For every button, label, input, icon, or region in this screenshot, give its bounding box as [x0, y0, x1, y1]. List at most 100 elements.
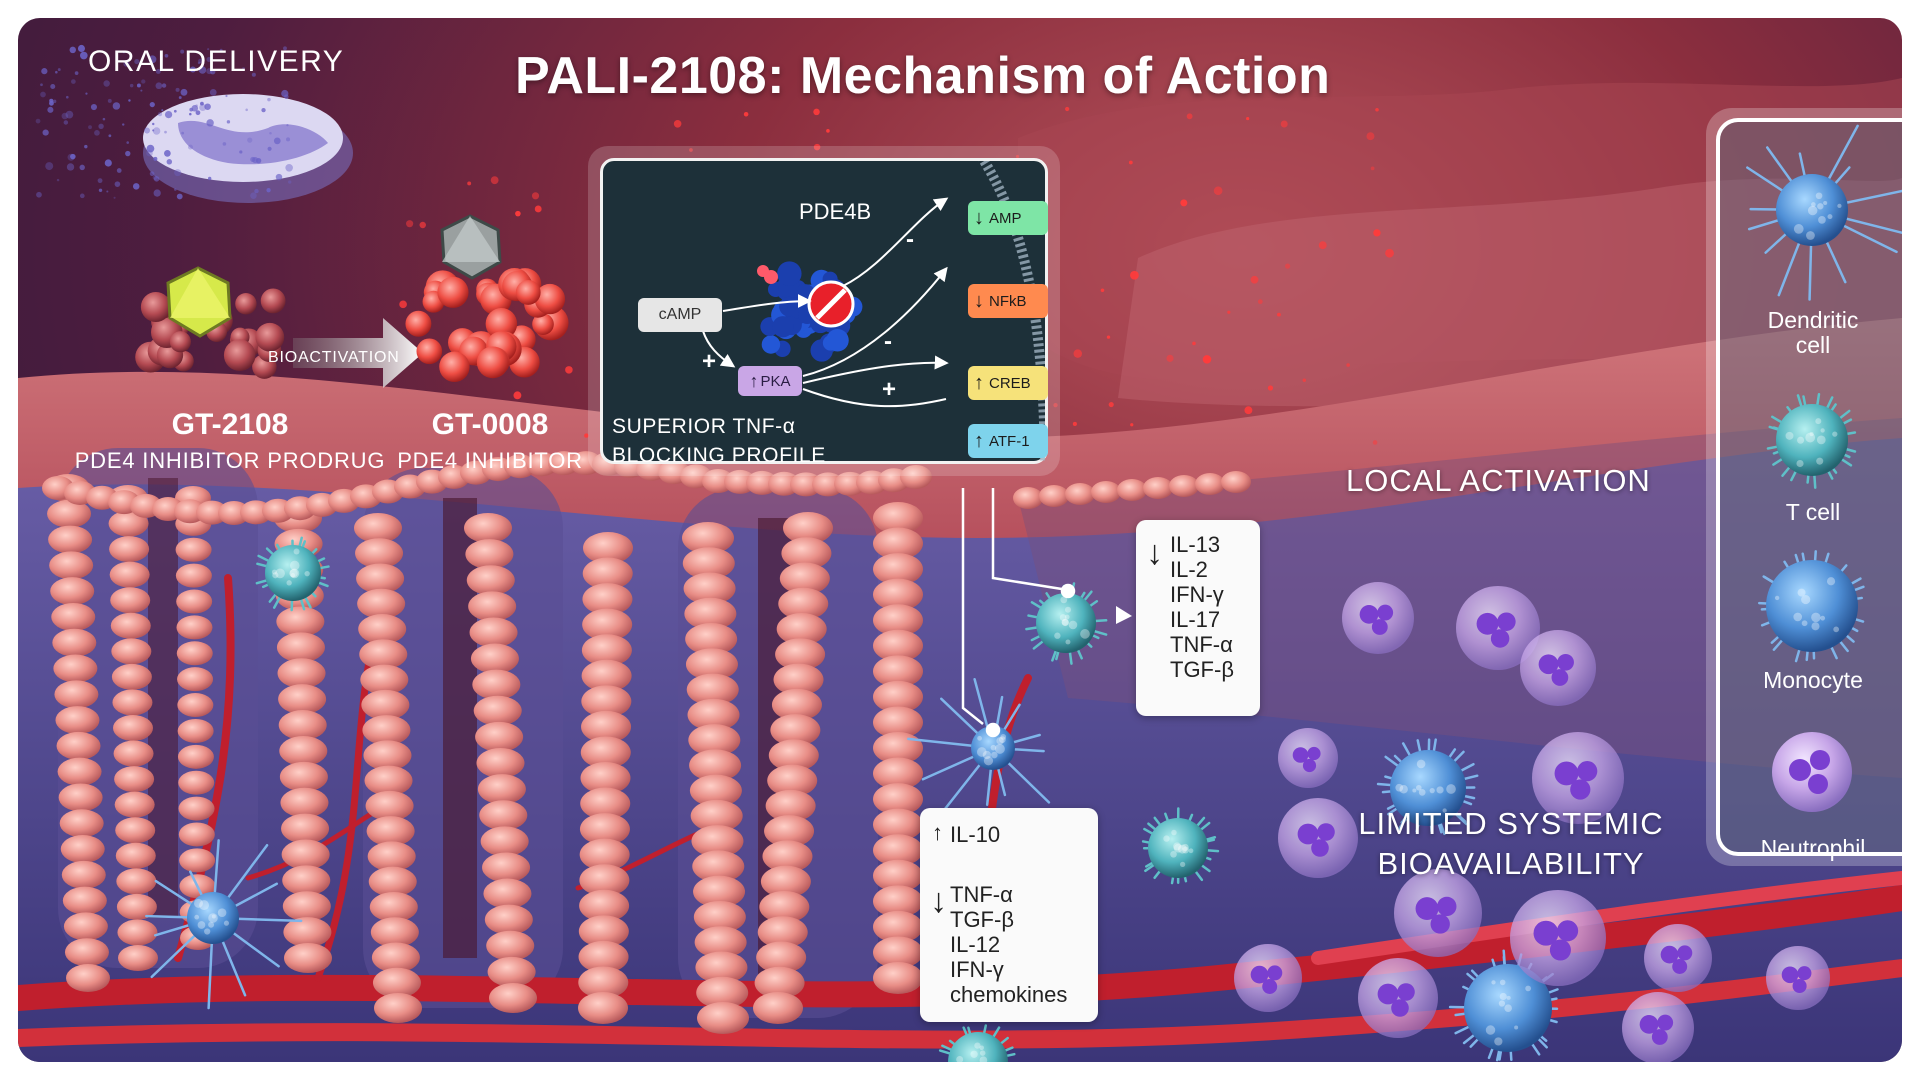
particle [164, 53, 169, 58]
neutrophil [1394, 869, 1482, 957]
particle [56, 178, 60, 182]
epithelial-cell [177, 744, 214, 769]
nucleus-lobe [1808, 774, 1828, 794]
particle [41, 68, 48, 75]
nucleus-lobe [1549, 939, 1571, 961]
epithelial-cell [684, 597, 737, 630]
particle [288, 180, 292, 184]
cell-body [1234, 944, 1302, 1012]
particle [122, 50, 126, 54]
epithelial-cell [770, 714, 821, 747]
plus-sign: + [882, 376, 897, 403]
particle [153, 189, 161, 197]
particle [69, 46, 77, 54]
particle [97, 178, 103, 184]
nucleus-lobe [1302, 758, 1317, 773]
epithelial-cell [479, 800, 528, 831]
cell-texture [1485, 1025, 1496, 1035]
epithelial-cell [59, 809, 104, 838]
neutrophil [1510, 890, 1606, 986]
particle [251, 72, 256, 77]
epithelial-cell [372, 967, 421, 998]
particle [42, 129, 49, 136]
epithelial-cell [764, 815, 815, 848]
epithelial-cell [370, 917, 419, 948]
epithelial-cell [360, 664, 409, 695]
particle [273, 137, 281, 145]
particle [198, 58, 203, 64]
epithelial-cell [176, 641, 213, 666]
cell-texture [1793, 224, 1804, 234]
nucleus-lobe [1377, 604, 1394, 621]
cell-body [1776, 174, 1848, 246]
epithelial-cell [1039, 485, 1069, 507]
cell-body [1358, 958, 1438, 1038]
atom [439, 351, 470, 382]
active-molecule [405, 214, 569, 382]
monocyte-icon [1758, 550, 1865, 663]
down-arrow-icon: ↓ [1146, 534, 1163, 572]
epithelial-cell [765, 789, 816, 822]
cell-texture [1816, 457, 1824, 465]
oral-delivery-label: ORAL DELIVERY [88, 45, 345, 78]
epithelial-cell [484, 904, 533, 935]
particle [813, 143, 821, 151]
cell-texture [197, 921, 206, 929]
neutrophil [1766, 946, 1830, 1010]
epithelial-cell [281, 813, 330, 844]
particle [65, 95, 69, 99]
atom [169, 331, 191, 353]
cytokine-item: TGF-β [1170, 657, 1234, 682]
neutrophils-circulating [1234, 582, 1830, 1062]
lumen-fold [1018, 78, 1902, 380]
particle [49, 98, 54, 103]
epithelial-cell [578, 992, 628, 1024]
epithelial-cell [472, 669, 521, 700]
particle [148, 55, 157, 64]
particle [1372, 440, 1378, 445]
cell-texture [1179, 861, 1186, 868]
epithelial-cell [52, 628, 97, 657]
down-arrow-icon: ↓ [974, 206, 984, 229]
cell-body [971, 726, 1015, 770]
epithelial-cell [53, 654, 98, 683]
up-arrow-icon: ↑ [974, 429, 984, 452]
particle [269, 132, 272, 135]
particle [250, 192, 257, 199]
epithelial-cell [775, 638, 826, 671]
cell-texture [1173, 842, 1182, 851]
epithelial-cell [873, 604, 923, 637]
atom [140, 292, 171, 322]
epithelial-cell [1013, 487, 1043, 509]
epithelial-cell [363, 740, 412, 771]
active-drug-name: GT-0008 [431, 408, 549, 441]
epithelial-cell [779, 562, 830, 595]
particle [98, 123, 104, 129]
epithelial-cell [279, 761, 328, 792]
epithelial-cell [64, 938, 109, 967]
particle [1015, 154, 1020, 159]
epithelial-cell [276, 606, 325, 637]
nucleus-lobe [1651, 1029, 1668, 1045]
particle [146, 149, 153, 157]
atom [534, 283, 566, 315]
particle [743, 111, 749, 117]
cell-texture [1181, 843, 1189, 851]
page-title: PALI-2108: Mechanism of Action [515, 47, 1331, 105]
epithelial-cell [283, 917, 332, 948]
particle [200, 101, 204, 106]
epithelial-cell [582, 583, 633, 616]
dendritic-cell-icon [1746, 124, 1902, 301]
particle [102, 117, 106, 121]
epithelial-cell [476, 748, 525, 778]
nucleus-lobe [1430, 914, 1450, 934]
cell-texture [286, 580, 292, 586]
neutrophil [1278, 728, 1338, 788]
cell-texture [1801, 594, 1811, 605]
cell-texture [979, 1045, 984, 1051]
particle [1100, 288, 1105, 293]
cell-texture [979, 1056, 988, 1062]
epithelial-cell [873, 502, 923, 534]
cell-texture [1811, 612, 1821, 623]
